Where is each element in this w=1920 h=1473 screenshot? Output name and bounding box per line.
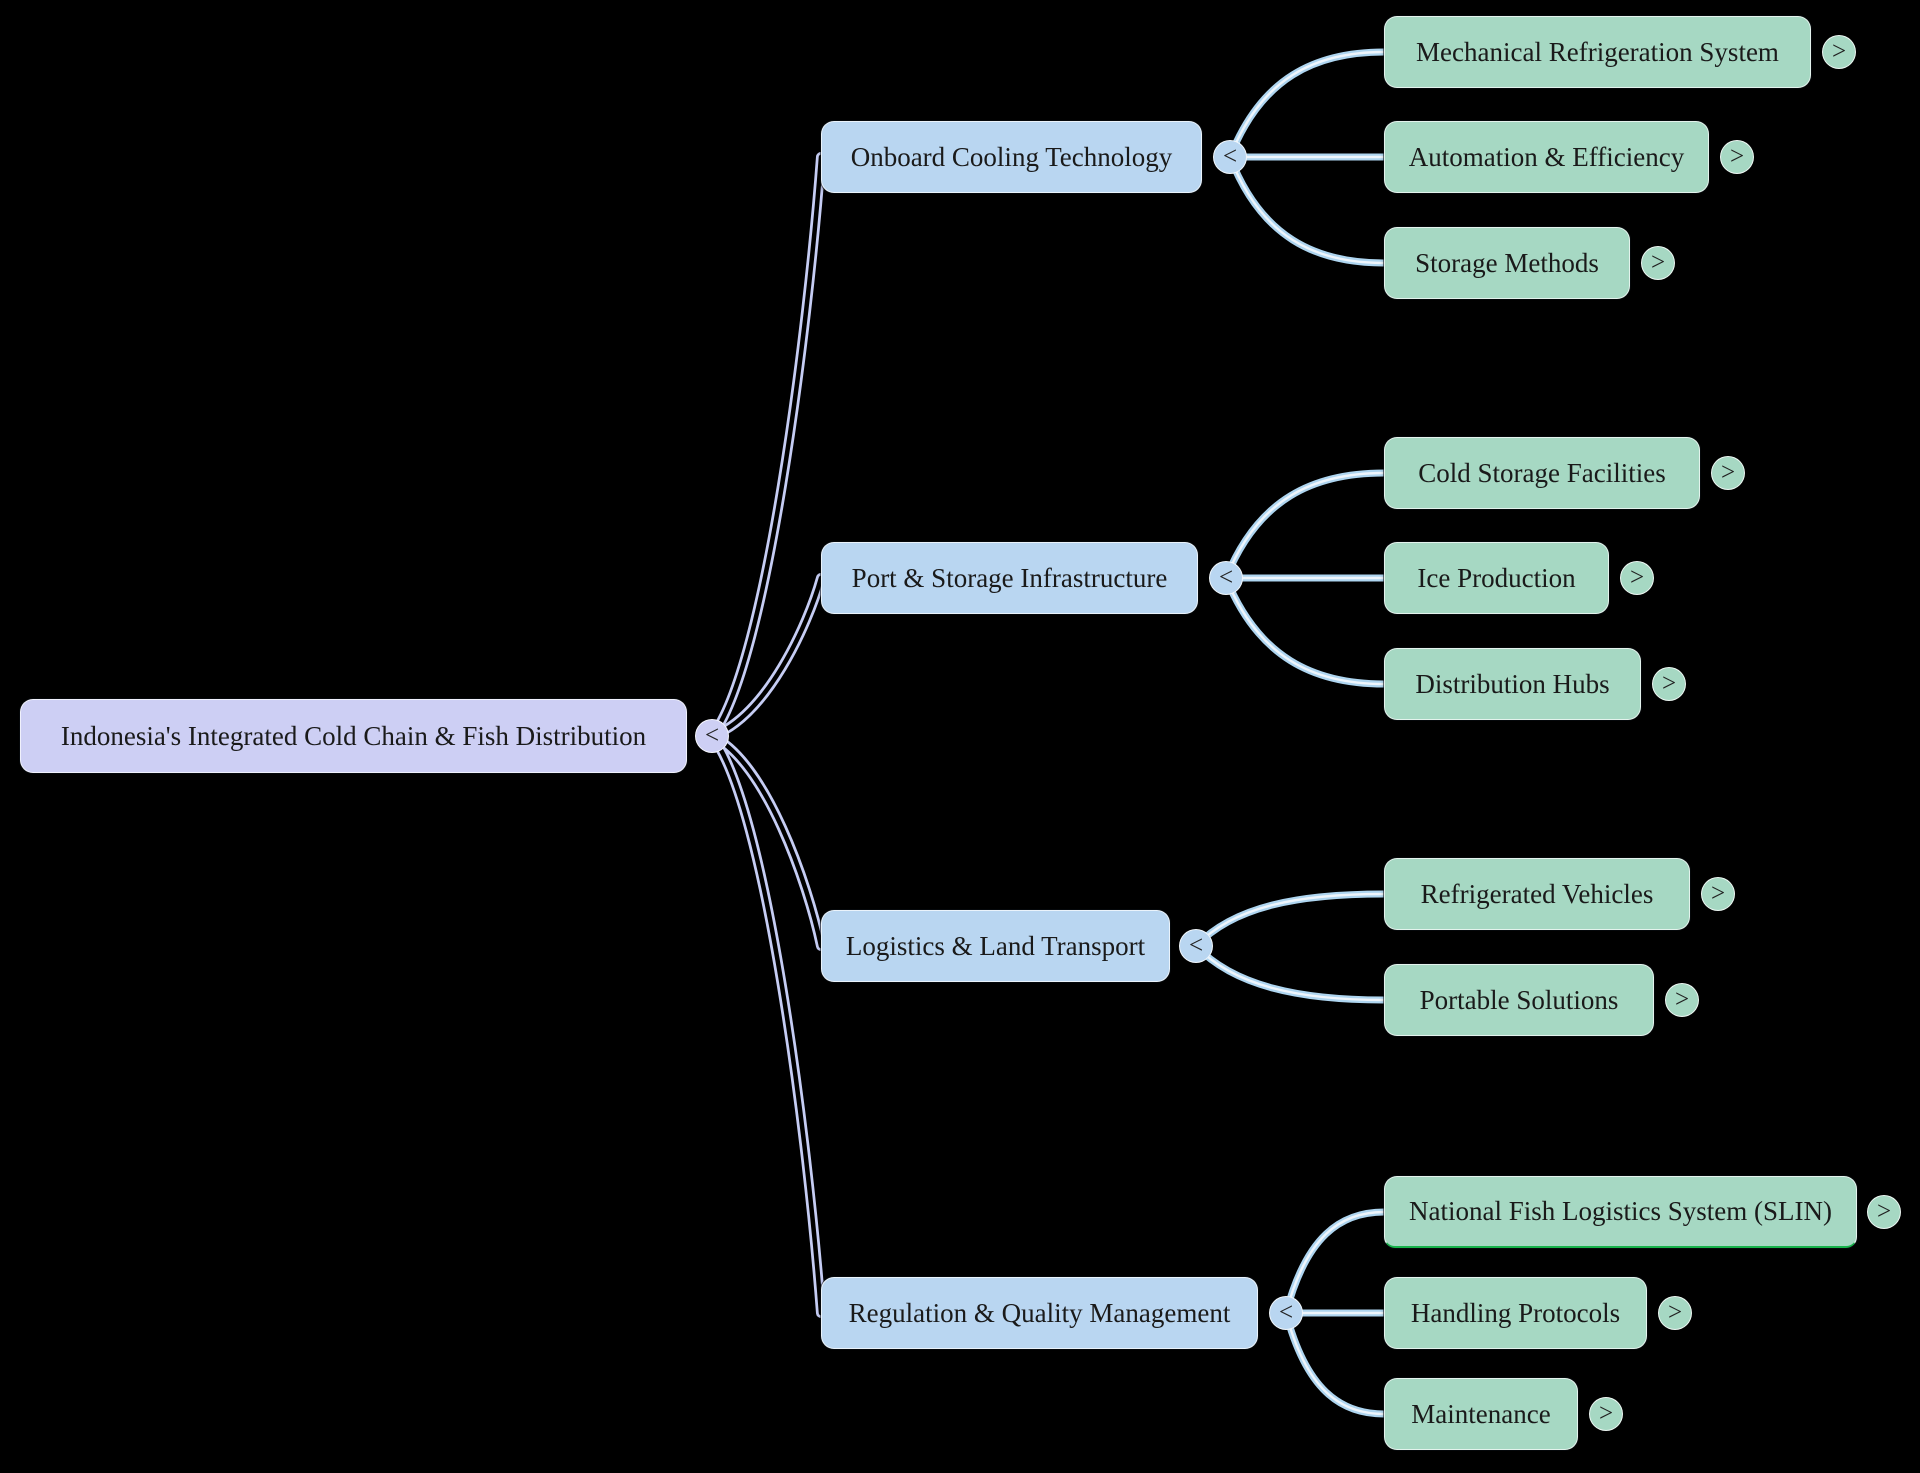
edge-root-to-logistics (707, 731, 826, 951)
expand-toggle-maintenance[interactable]: > (1589, 1397, 1623, 1431)
expand-toggle-national-fish-logistics-system-slin[interactable]: > (1867, 1195, 1901, 1229)
collapse-toggle-onboard-cooling-technology[interactable]: < (1213, 140, 1247, 174)
node-label: Logistics & Land Transport (845, 930, 1146, 961)
expand-toggle-refrigerated-vehicles[interactable]: > (1701, 877, 1735, 911)
expand-toggle-automation-efficiency[interactable]: > (1720, 140, 1754, 174)
mindmap-node-maintenance[interactable]: Maintenance (1384, 1378, 1578, 1450)
expand-toggle-ice-production[interactable]: > (1620, 561, 1654, 595)
mindmap-node-cold-storage-facilities[interactable]: Cold Storage Facilities (1384, 437, 1700, 509)
mindmap-node-ice-production[interactable]: Ice Production (1384, 542, 1609, 614)
expand-toggle-handling-protocols[interactable]: > (1658, 1296, 1692, 1330)
expand-toggle-mechanical-refrigeration-system[interactable]: > (1822, 35, 1856, 69)
collapse-toggle-port-storage-infrastructure[interactable]: < (1209, 561, 1243, 595)
chevron-right-icon: > (1667, 1298, 1683, 1326)
node-label: National Fish Logistics System (SLIN) (1409, 1196, 1832, 1226)
node-label: Mechanical Refrigeration System (1416, 36, 1779, 67)
chevron-left-icon: < (704, 721, 720, 749)
expand-toggle-cold-storage-facilities[interactable]: > (1711, 456, 1745, 490)
mindmap-node-mechanical-refrigeration-system[interactable]: Mechanical Refrigeration System (1384, 16, 1811, 88)
chevron-left-icon: < (1222, 142, 1238, 170)
edge-onboard-to-storage-methods (1226, 153, 1388, 267)
edge-logistics-to-portable-solutions (1192, 942, 1388, 1004)
node-label: Indonesia's Integrated Cold Chain & Fish… (60, 720, 647, 751)
mindmap-node-onboard-cooling-technology[interactable]: Onboard Cooling Technology (821, 121, 1202, 193)
mindmap-node-distribution-hubs[interactable]: Distribution Hubs (1384, 648, 1641, 720)
edge-port-to-cold-storage (1222, 469, 1388, 582)
node-label: Ice Production (1417, 562, 1576, 593)
chevron-right-icon: > (1831, 37, 1847, 65)
edge-root-to-port-storage (707, 573, 826, 741)
collapse-toggle-logistics-land-transport[interactable]: < (1179, 929, 1213, 963)
node-label: Handling Protocols (1410, 1297, 1621, 1328)
mindmap-node-root[interactable]: Indonesia's Integrated Cold Chain & Fish… (20, 699, 687, 773)
chevron-right-icon: > (1876, 1197, 1892, 1225)
mindmap-node-handling-protocols[interactable]: Handling Protocols (1384, 1277, 1647, 1349)
chevron-right-icon: > (1720, 458, 1736, 486)
edge-regulation-to-maintenance (1282, 1309, 1388, 1418)
node-label: Regulation & Quality Management (848, 1297, 1231, 1328)
chevron-right-icon: > (1629, 563, 1645, 591)
expand-toggle-distribution-hubs[interactable]: > (1652, 667, 1686, 701)
mindmap-node-national-fish-logistics-system-slin[interactable]: National Fish Logistics System (SLIN) (1384, 1176, 1857, 1248)
node-label: Refrigerated Vehicles (1420, 878, 1654, 909)
mindmap-node-automation-efficiency[interactable]: Automation & Efficiency (1384, 121, 1709, 193)
node-label: Distribution Hubs (1415, 668, 1610, 699)
mindmap-node-portable-solutions[interactable]: Portable Solutions (1384, 964, 1654, 1036)
node-label: Maintenance (1411, 1398, 1551, 1429)
node-label: Cold Storage Facilities (1418, 457, 1666, 488)
node-label: Onboard Cooling Technology (850, 141, 1173, 172)
node-label: Storage Methods (1415, 247, 1599, 278)
chevron-right-icon: > (1598, 1399, 1614, 1427)
collapse-toggle-root[interactable]: < (695, 719, 729, 753)
expand-toggle-portable-solutions[interactable]: > (1665, 983, 1699, 1017)
node-label: Portable Solutions (1419, 984, 1619, 1015)
mindmap-node-port-storage-infrastructure[interactable]: Port & Storage Infrastructure (821, 542, 1198, 614)
node-label: Automation & Efficiency (1408, 141, 1685, 172)
edge-onboard-to-mechanical-refrigeration (1226, 48, 1388, 161)
edge-root-to-regulation (707, 731, 826, 1318)
node-label: Port & Storage Infrastructure (851, 562, 1168, 593)
chevron-left-icon: < (1188, 931, 1204, 959)
chevron-right-icon: > (1650, 248, 1666, 276)
chevron-right-icon: > (1661, 669, 1677, 697)
edge-root-to-onboard-cooling (707, 152, 826, 741)
collapse-toggle-regulation-quality-management[interactable]: < (1269, 1296, 1303, 1330)
expand-toggle-storage-methods[interactable]: > (1641, 246, 1675, 280)
mindmap-node-storage-methods[interactable]: Storage Methods (1384, 227, 1630, 299)
chevron-left-icon: < (1218, 563, 1234, 591)
chevron-left-icon: < (1278, 1298, 1294, 1326)
mindmap-node-logistics-land-transport[interactable]: Logistics & Land Transport (821, 910, 1170, 982)
mindmap-node-refrigerated-vehicles[interactable]: Refrigerated Vehicles (1384, 858, 1690, 930)
chevron-right-icon: > (1710, 879, 1726, 907)
chevron-right-icon: > (1674, 985, 1690, 1013)
mindmap-node-regulation-quality-management[interactable]: Regulation & Quality Management (821, 1277, 1258, 1349)
edge-logistics-to-refrigerated-vehicles (1192, 890, 1388, 950)
edge-regulation-to-slin (1282, 1208, 1388, 1317)
chevron-right-icon: > (1729, 142, 1745, 170)
edge-port-to-distribution-hubs (1222, 574, 1388, 688)
